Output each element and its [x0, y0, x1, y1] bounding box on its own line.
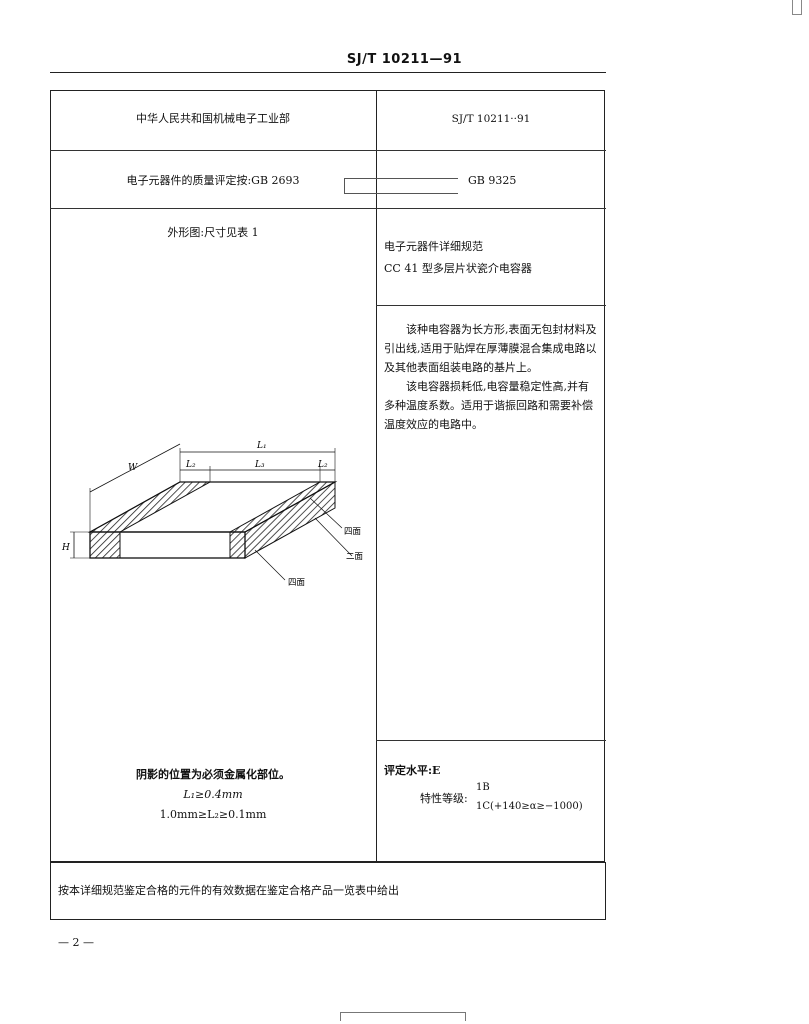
- label-l3: L₃: [254, 460, 265, 470]
- row-divider-2: [50, 208, 606, 209]
- qualification-note: 按本详细规范鉴定合格的元件的有效数据在鉴定合格产品一览表中给出: [58, 884, 399, 897]
- outline-caption: 外形图:尺寸见表 1: [167, 226, 259, 239]
- column-divider: [376, 90, 377, 862]
- shading-note: 阴影的位置为必须金属化部位。: [136, 768, 290, 781]
- description-paragraph-2: 该电容器损耗低,电容量稳定性高,并有多种温度系数。适用于谐振回路和需要补偿温度效…: [384, 380, 593, 431]
- dimension-l2: 1.0mm≥L₂≥0.1mm: [159, 808, 267, 821]
- standard-code-cell: SJ/T 10211··91: [451, 113, 531, 125]
- grade-1b: 1B: [476, 782, 490, 793]
- grade-label: 特性等级:: [420, 792, 468, 805]
- row-divider-1: [50, 150, 606, 151]
- label-four-faces-bottom: 四面: [288, 578, 306, 588]
- label-w: W: [128, 463, 138, 473]
- left-front-electrode: [89, 531, 121, 559]
- spec-table-frame: [50, 90, 605, 862]
- label-l1: L₁: [256, 441, 267, 451]
- description-paragraph-1: 该种电容器为长方形,表面无包封材料及引出线,适用于贴焊在厚薄膜混合集成电路以及其…: [384, 323, 597, 374]
- grade-1c: 1C(+140≥α≥−1000): [476, 801, 583, 812]
- right-divider-2: [376, 740, 606, 741]
- label-four-faces-top: 四面: [344, 527, 362, 537]
- assessment-level: 评定水平:E: [384, 764, 441, 777]
- standard-code-header: SJ/T 10211—91: [346, 52, 463, 67]
- bottom-crop-mark: [340, 1012, 466, 1021]
- reference-bracket: [344, 178, 458, 194]
- spec-title-line2: CC 41 型多层片状瓷介电容器: [384, 262, 532, 275]
- header-rule: [50, 72, 606, 73]
- ministry-name: 中华人民共和国机械电子工业部: [136, 112, 290, 125]
- left-top-electrode: [88, 481, 212, 533]
- gb-reference: GB 9325: [468, 174, 517, 187]
- corner-mark: [792, 0, 802, 15]
- page-number: — 2 —: [58, 936, 94, 949]
- label-l2-right: L₂: [317, 460, 328, 470]
- spec-title-line1: 电子元器件详细规范: [384, 240, 483, 253]
- right-front-electrode: [229, 531, 246, 559]
- quality-assessment-basis: 电子元器件的质量评定按:GB 2693: [126, 174, 300, 187]
- dimension-l1: L₁≥0.4mm: [183, 788, 243, 801]
- right-divider-1: [376, 305, 606, 306]
- label-h: H: [61, 543, 70, 553]
- capacitor-outline-drawing: L₁ L₃ L₂ L₂ W H 四面 二面 四面: [61, 441, 364, 588]
- qualification-note-box: [50, 862, 606, 920]
- label-l2-left: L₂: [185, 460, 196, 470]
- label-two-faces: 二面: [346, 552, 364, 562]
